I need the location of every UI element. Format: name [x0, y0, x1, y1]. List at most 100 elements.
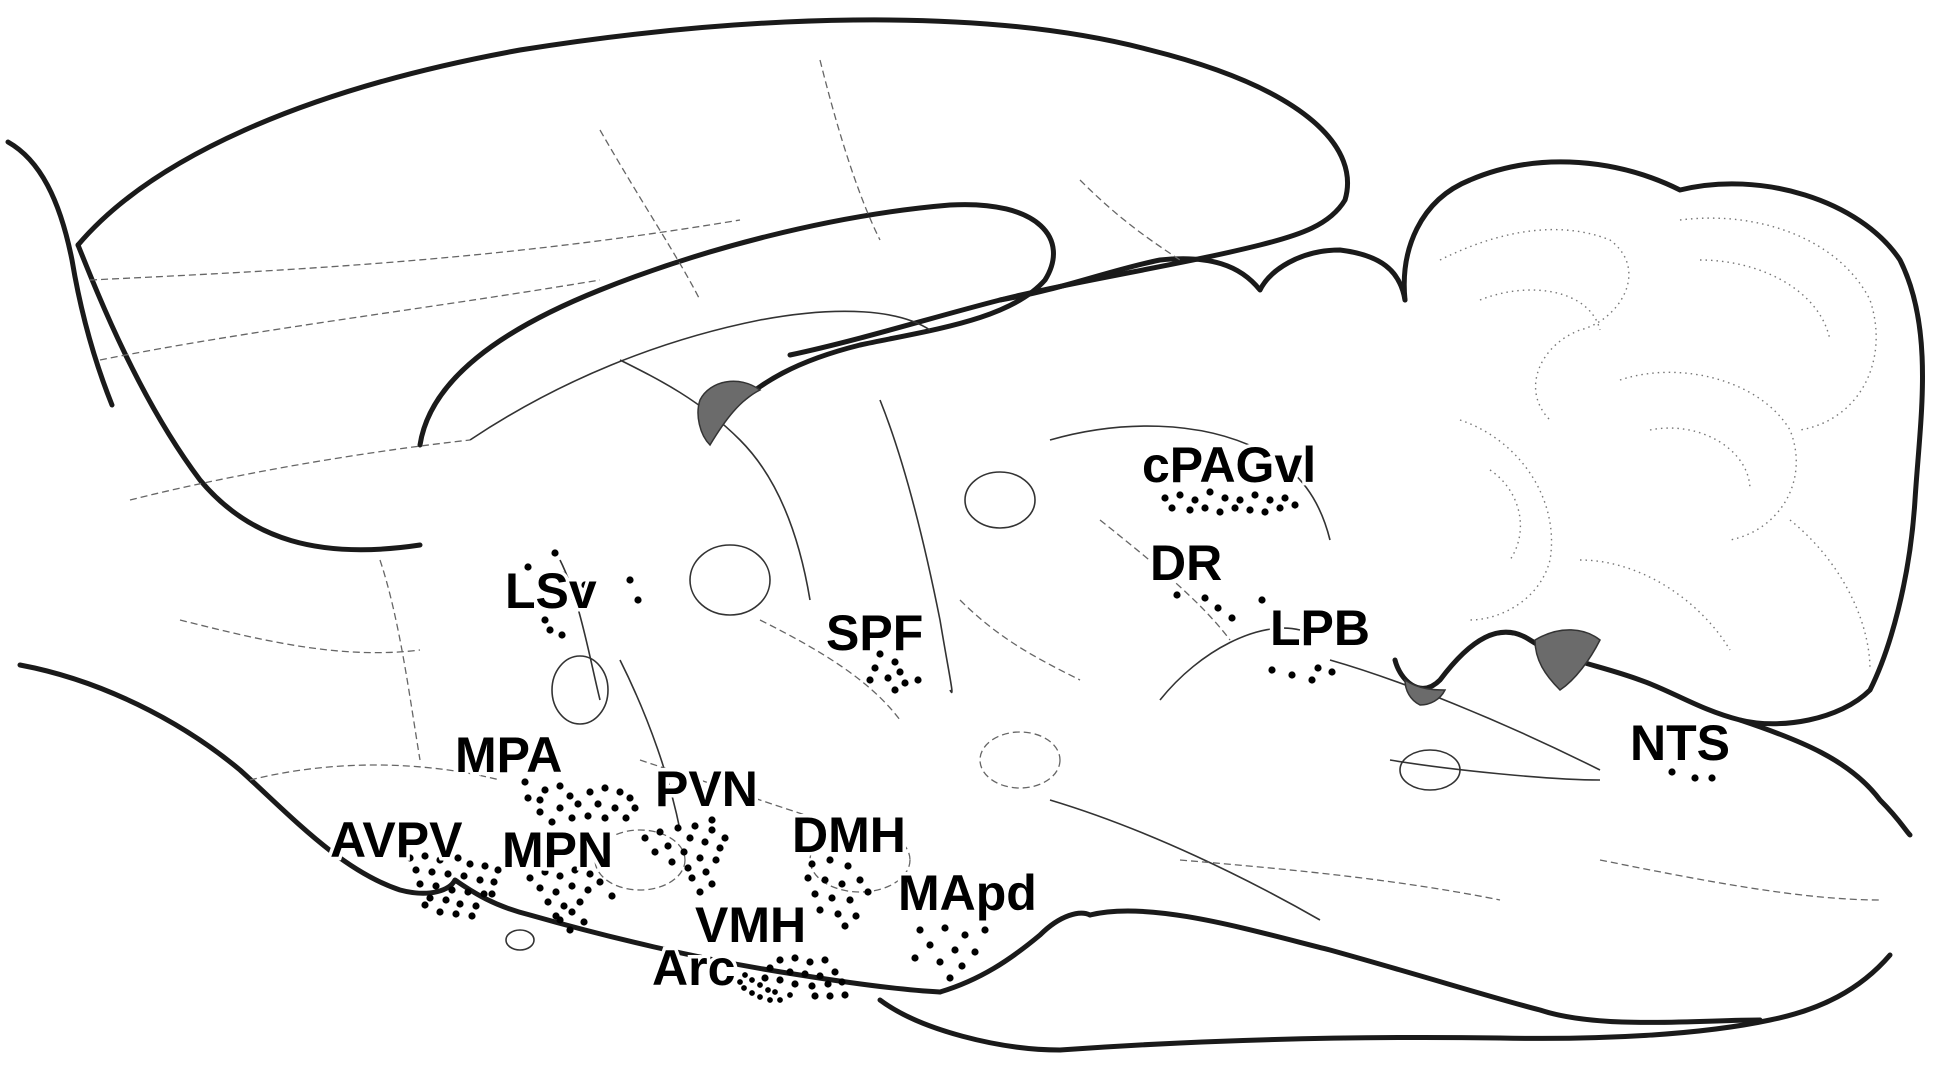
cell-dot — [412, 866, 420, 874]
cell-dot — [757, 994, 763, 1000]
dmh-label: DMH — [792, 807, 906, 863]
cell-dot — [680, 848, 688, 856]
cell-dot — [1228, 614, 1236, 622]
cell-dot — [914, 676, 922, 684]
cell-dot — [1161, 494, 1169, 502]
cell-dot — [761, 974, 769, 982]
cell-dot — [568, 908, 576, 916]
cpagvl-dot-cluster — [1161, 488, 1299, 516]
cell-dot — [838, 880, 846, 888]
cell-dot — [686, 834, 694, 842]
avpv-dot-cluster — [406, 852, 502, 920]
mpn-label: MPN — [502, 822, 613, 878]
cell-dot — [741, 985, 747, 991]
cell-dot — [828, 894, 836, 902]
nts-dot-cluster — [1668, 768, 1716, 782]
pvn-label: PVN — [655, 761, 758, 817]
nts-label: NTS — [1630, 715, 1730, 771]
cell-dot — [971, 948, 979, 956]
cell-dot — [428, 868, 436, 876]
cell-dot — [651, 848, 659, 856]
cell-dot — [767, 997, 773, 1003]
cell-dot — [951, 946, 959, 954]
cell-dot — [916, 926, 924, 934]
cell-dot — [521, 778, 529, 786]
cell-dot — [787, 992, 793, 998]
cell-dot — [716, 844, 724, 852]
mapd-dot-cluster — [911, 924, 989, 982]
cell-dot — [490, 878, 498, 886]
cell-dot — [936, 958, 944, 966]
cell-dot — [1236, 496, 1244, 504]
cell-dot — [494, 866, 502, 874]
ventricles — [697, 380, 1601, 706]
cell-dot — [791, 980, 799, 988]
cell-dot — [816, 972, 824, 980]
cell-dot — [444, 870, 452, 878]
cell-dot — [556, 872, 564, 880]
cell-dot — [806, 958, 814, 966]
cell-dot — [911, 954, 919, 962]
mpn-dot-cluster — [526, 866, 616, 934]
cell-dot — [696, 888, 704, 896]
vmh-label: VMH — [695, 897, 806, 953]
cell-dot — [777, 997, 783, 1003]
vmh-dot-cluster — [761, 954, 849, 1000]
cell-dot — [436, 908, 444, 916]
spf-dot-cluster — [866, 650, 922, 694]
cell-dot — [926, 941, 934, 949]
cell-dot — [608, 892, 616, 900]
cell-dot — [737, 979, 743, 985]
cell-dot — [1288, 671, 1296, 679]
cell-dot — [821, 956, 829, 964]
cell-dot — [601, 784, 609, 792]
cell-dot — [1201, 504, 1209, 512]
lpb-dot-cluster — [1268, 664, 1336, 684]
cell-dot — [749, 990, 755, 996]
cell-dot — [622, 814, 630, 822]
cpagvl-label: cPAGvl — [1142, 437, 1316, 493]
cell-dot — [544, 898, 552, 906]
dmh-dot-cluster — [804, 856, 872, 930]
cell-dot — [626, 576, 634, 584]
cell-dot — [476, 876, 484, 884]
cell-dot — [866, 676, 874, 684]
cell-dot — [1328, 668, 1336, 676]
cell-dot — [1246, 506, 1254, 514]
cell-dot — [541, 616, 549, 624]
cell-dot — [896, 668, 904, 676]
cell-dot — [831, 968, 839, 976]
cell-dot — [1251, 491, 1259, 499]
cell-dot — [981, 926, 989, 934]
cell-dot — [548, 818, 556, 826]
arc-label: Arc — [652, 940, 735, 996]
cell-dot — [864, 888, 872, 896]
cell-dot — [871, 664, 879, 672]
cell-dot — [674, 824, 682, 832]
cell-dot — [576, 898, 584, 906]
cell-dot — [846, 896, 854, 904]
cell-dot — [488, 890, 496, 898]
cell-dot — [551, 549, 559, 557]
spf-label: SPF — [826, 605, 923, 661]
cell-dot — [668, 858, 676, 866]
cell-dot — [594, 800, 602, 808]
cell-dot — [958, 962, 966, 970]
cell-dot — [1206, 488, 1214, 496]
cell-dot — [426, 894, 434, 902]
cell-dot — [691, 822, 699, 830]
cell-dot — [406, 854, 414, 862]
cell-dot — [558, 631, 566, 639]
cell-dot — [1668, 768, 1676, 776]
cell-dot — [826, 856, 834, 864]
cell-dot — [580, 918, 588, 926]
dr-dot-cluster — [1173, 591, 1266, 622]
cell-dot — [941, 924, 949, 932]
cell-dot — [432, 882, 440, 890]
cell-dot — [688, 874, 696, 882]
cell-dot — [841, 991, 849, 999]
cell-dot — [1268, 666, 1276, 674]
cell-dot — [838, 978, 846, 986]
